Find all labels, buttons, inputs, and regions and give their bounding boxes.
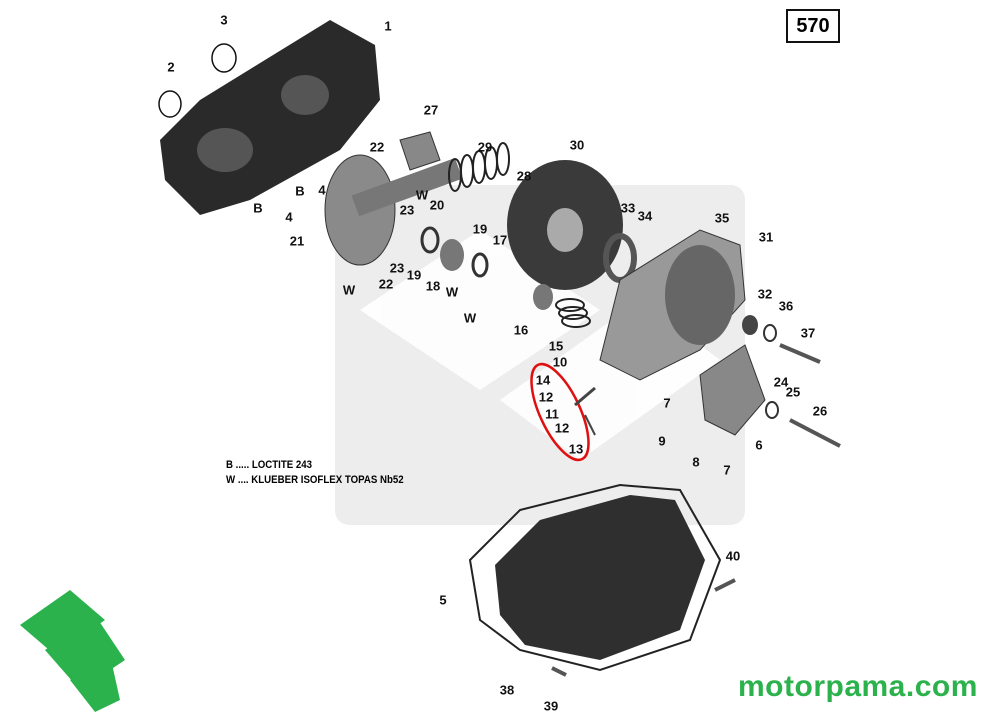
callout-W: W — [463, 310, 477, 326]
callout-15: 15 — [548, 338, 564, 354]
legend-b: B ..... LOCTITE 243 — [226, 459, 313, 471]
clip-40 — [714, 578, 736, 592]
callout-31: 31 — [758, 229, 774, 245]
bearing-18 — [440, 239, 464, 271]
callout-19: 19 — [406, 267, 422, 283]
callout-29: 29 — [477, 139, 493, 155]
callout-33: 33 — [620, 200, 636, 216]
motorpama-logo — [20, 590, 125, 712]
spring-29 — [448, 142, 510, 192]
callout-22: 22 — [378, 276, 394, 292]
callout-5: 5 — [439, 592, 447, 608]
callout-23: 23 — [389, 260, 405, 276]
callout-6: 6 — [755, 437, 763, 453]
callout-13: 13 — [568, 441, 584, 457]
callout-12: 12 — [538, 389, 554, 405]
callout-7: 7 — [663, 395, 671, 411]
site-url: motorpama.com — [738, 670, 978, 703]
callout-4: 4 — [318, 182, 326, 198]
callout-23: 23 — [399, 202, 415, 218]
callout-10: 10 — [552, 354, 568, 370]
callout-21: 21 — [289, 233, 305, 249]
o-ring-2 — [158, 90, 182, 118]
drive-cover — [160, 20, 380, 215]
callout-W: W — [445, 284, 459, 300]
callout-20: 20 — [429, 197, 445, 213]
callout-16: 16 — [513, 322, 529, 338]
callout-9: 9 — [658, 433, 666, 449]
ring-19 — [471, 252, 489, 278]
callout-34: 34 — [637, 208, 653, 224]
callout-1: 1 — [384, 18, 392, 34]
callout-12: 12 — [554, 420, 570, 436]
callout-8: 8 — [692, 454, 700, 470]
spider — [399, 131, 441, 171]
lubricant-legend: B ..... LOCTITE 243 W .... KLUEBER ISOFL… — [226, 458, 404, 488]
sheave-6 — [699, 344, 766, 436]
callout-27: 27 — [423, 102, 439, 118]
callout-38: 38 — [499, 682, 515, 698]
callout-4: 4 — [285, 209, 293, 225]
callout-11: 11 — [545, 406, 559, 422]
page-number: 570 — [786, 9, 840, 43]
callout-W: W — [342, 282, 356, 298]
callout-39: 39 — [543, 698, 559, 714]
callout-14: 14 — [535, 372, 551, 388]
gasket-5 — [468, 483, 722, 672]
callout-W: W — [415, 187, 429, 203]
bushing-16 — [533, 284, 553, 310]
callout-32: 32 — [757, 286, 773, 302]
o-ring-3 — [211, 43, 237, 73]
callout-17: 17 — [492, 232, 508, 248]
callout-30: 30 — [569, 137, 585, 153]
callout-28: 28 — [516, 168, 532, 184]
callout-24: 24 — [773, 374, 789, 390]
legend-w: W .... KLUEBER ISOFLEX TOPAS Nb52 — [226, 474, 404, 486]
callout-22: 22 — [369, 139, 385, 155]
callout-36: 36 — [778, 298, 794, 314]
callout-B: B — [253, 200, 263, 216]
callout-37: 37 — [800, 325, 816, 341]
spring-15 — [555, 298, 591, 328]
callout-B: B — [295, 183, 305, 199]
screw-39 — [551, 666, 567, 677]
ring-20 — [420, 226, 440, 254]
callout-35: 35 — [714, 210, 730, 226]
bolt-37 — [779, 343, 821, 364]
bolt-26 — [789, 418, 841, 448]
callout-26: 26 — [812, 403, 828, 419]
callout-3: 3 — [220, 12, 228, 28]
callout-2: 2 — [167, 59, 175, 75]
callout-19: 19 — [472, 221, 488, 237]
callout-18: 18 — [425, 278, 441, 294]
callout-7: 7 — [723, 462, 731, 478]
callout-40: 40 — [725, 548, 741, 564]
callout-25: 25 — [785, 384, 801, 400]
outer-cover — [495, 495, 705, 660]
